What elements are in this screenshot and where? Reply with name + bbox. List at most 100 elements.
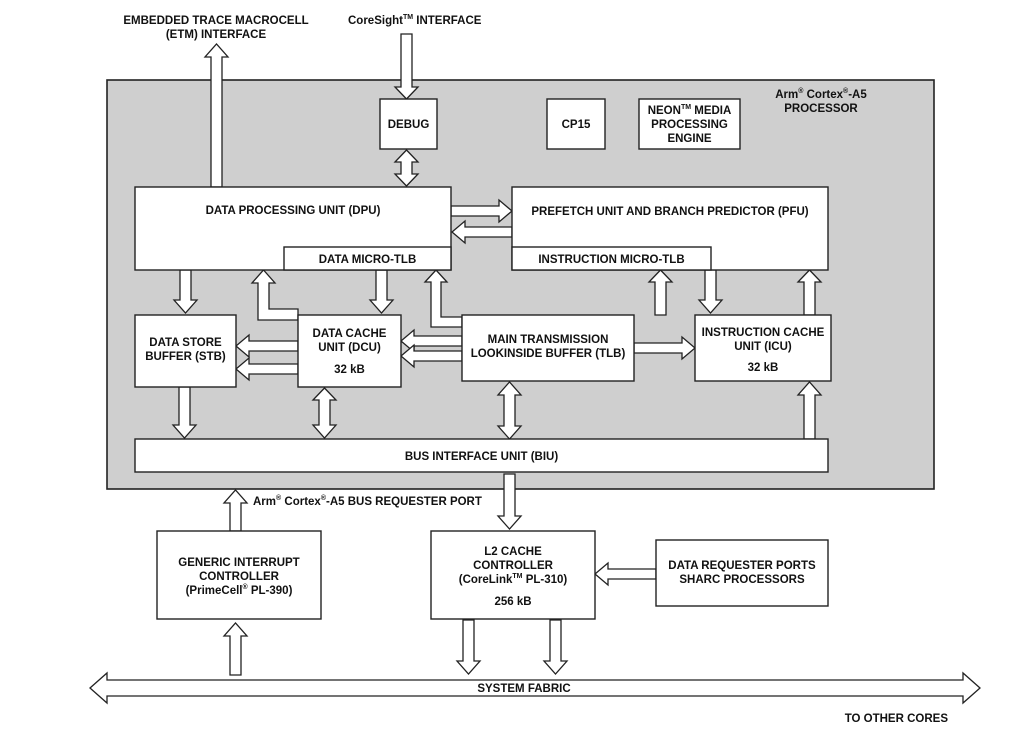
pfu-label: PREFETCH UNIT AND BRANCH PREDICTOR (PFU)	[531, 206, 808, 218]
etm-label-line2: (ETM) INTERFACE	[166, 29, 267, 41]
icu-size-label: 32 kB	[748, 362, 779, 374]
icu-block	[694, 314, 832, 382]
neon-tm: TM	[681, 104, 691, 111]
processor-reg: ®	[798, 87, 804, 95]
dpu-to-pfu-arrow	[450, 198, 514, 224]
biu-to-icu-arrow	[796, 381, 823, 440]
requester-to-l2-arrow	[593, 561, 657, 587]
neon-label-line3: ENGINE	[667, 133, 711, 145]
tlb-dcu-arrow-2	[399, 343, 463, 369]
dpu-to-stb-arrow	[172, 269, 199, 314]
neon-label-line1: NEONTM MEDIA	[648, 104, 732, 117]
system-fabric-label: SYSTEM FABRIC	[477, 683, 570, 695]
tlb-dcu-arrow-1-body	[399, 328, 463, 354]
l2-line3-name: (CoreLink	[459, 574, 513, 586]
stb-block	[134, 314, 237, 388]
l2-label-line3: (CoreLinkTM PL-310)	[459, 573, 568, 586]
bus-port-arm: Arm	[253, 496, 276, 508]
dcu-to-dpu-arrow	[250, 269, 299, 321]
data-micro-tlb-label: DATA MICRO-TLB	[319, 254, 417, 266]
bus-port-cortex: Cortex	[281, 496, 321, 508]
l2-size-label: 256 kB	[494, 596, 531, 608]
tlb-label-line1: MAIN TRANSMISSION	[488, 334, 609, 346]
stb-to-biu-arrow	[171, 386, 198, 439]
l2-label-line2: CONTROLLER	[473, 560, 554, 572]
biu-block	[134, 438, 829, 473]
instruction-micro-tlb-label: INSTRUCTION MICRO-TLB	[538, 254, 684, 266]
coresight-arrow	[393, 33, 420, 100]
data-micro-tlb-block	[283, 246, 452, 271]
l2-to-fabric-arrow-1	[455, 619, 482, 675]
gic-block	[156, 530, 322, 620]
l2-label-line1: L2 CACHE	[484, 546, 542, 558]
bus-port-reg2: ®	[321, 494, 327, 502]
bus-port-reg: ®	[276, 494, 282, 502]
system-fabric-bus	[89, 671, 981, 705]
dcu-block	[297, 314, 402, 388]
dcu-to-stb-arrow-2	[234, 356, 299, 382]
instr-microtlb-to-icu-arrow	[697, 269, 724, 314]
neon-suffix: MEDIA	[691, 105, 731, 117]
l2-block	[430, 530, 596, 620]
tlb-to-instr-microtlb-arrow	[647, 269, 674, 316]
fabric-to-gic-arrow	[222, 622, 249, 676]
instruction-micro-tlb-block	[511, 246, 712, 271]
cp15-block	[546, 98, 606, 150]
biu-to-l2-arrow	[496, 473, 523, 530]
icu-to-pfu-arrow	[796, 269, 823, 316]
tlb-block	[461, 314, 635, 382]
dcu-biu-arrow	[311, 387, 338, 439]
tlb-biu-arrow	[496, 381, 523, 440]
microtlb-to-dcu-arrow	[368, 269, 395, 314]
neon-label-line2: PROCESSING	[651, 119, 728, 131]
dcu-label-line1: DATA CACHE	[313, 328, 387, 340]
etm-arrow	[203, 43, 230, 188]
gic-label-line2: CONTROLLER	[199, 571, 280, 583]
dcu-to-stb-arrow-1	[234, 333, 299, 359]
tlb-to-icu-arrow	[633, 335, 697, 361]
coresight-suffix: INTERFACE	[413, 15, 482, 27]
neon-name: NEON	[648, 105, 681, 117]
dpu-label: DATA PROCESSING UNIT (DPU)	[206, 205, 381, 217]
l2-line3-tm: TM	[512, 573, 522, 580]
requester-block	[655, 539, 829, 607]
processor-region	[106, 79, 935, 490]
biu-label: BUS INTERFACE UNIT (BIU)	[405, 451, 559, 463]
gic-line3-reg: ®	[242, 583, 248, 591]
stb-label-line1: DATA STORE	[149, 337, 222, 349]
requester-label-line1: DATA REQUESTER PORTS	[668, 560, 816, 572]
processor-arm: Arm	[775, 89, 798, 101]
processor-cortex: Cortex	[803, 89, 843, 101]
pfu-to-dpu-arrow	[450, 219, 513, 245]
debug-dpu-arrow	[393, 149, 420, 187]
gic-label-line1: GENERIC INTERRUPT	[178, 557, 299, 569]
other-cores-label: TO OTHER CORES	[845, 713, 949, 725]
processor-label-line2: PROCESSOR	[784, 103, 858, 115]
gic-to-bus-port-arrow	[222, 489, 249, 532]
gic-label-line3: (PrimeCell® PL-390)	[186, 583, 293, 597]
coresight-tm: TM	[403, 14, 413, 21]
tlb-to-data-microtlb-arrow	[423, 269, 463, 328]
l2-line3-rest: PL-310)	[523, 574, 568, 586]
l2-to-fabric-arrow-2	[542, 619, 569, 675]
neon-block	[638, 98, 741, 150]
processor-model: -A5	[848, 89, 867, 101]
gic-line3-name: (PrimeCell	[186, 585, 243, 597]
cp15-label: CP15	[562, 119, 591, 131]
tlb-label-line2: LOOKINSIDE BUFFER (TLB)	[471, 348, 626, 360]
processor-label-line1: Arm® Cortex®-A5	[775, 87, 867, 101]
stb-label-line2: BUFFER (STB)	[145, 351, 226, 363]
debug-block	[379, 98, 438, 150]
processor-reg2: ®	[843, 87, 849, 95]
dcu-label-line2: UNIT (DCU)	[318, 342, 381, 354]
coresight-label: CoreSightTM INTERFACE	[348, 14, 482, 27]
gic-line3-rest: PL-390)	[248, 585, 293, 597]
requester-label-line2: SHARC PROCESSORS	[679, 574, 805, 586]
bus-port-label: Arm® Cortex®-A5 BUS REQUESTER PORT	[253, 494, 482, 508]
debug-label: DEBUG	[388, 119, 430, 131]
coresight-name: CoreSight	[348, 15, 403, 27]
bus-port-rest: -A5 BUS REQUESTER PORT	[326, 496, 482, 508]
dcu-size-label: 32 kB	[334, 364, 365, 376]
etm-label-line1: EMBEDDED TRACE MACROCELL	[123, 15, 308, 27]
